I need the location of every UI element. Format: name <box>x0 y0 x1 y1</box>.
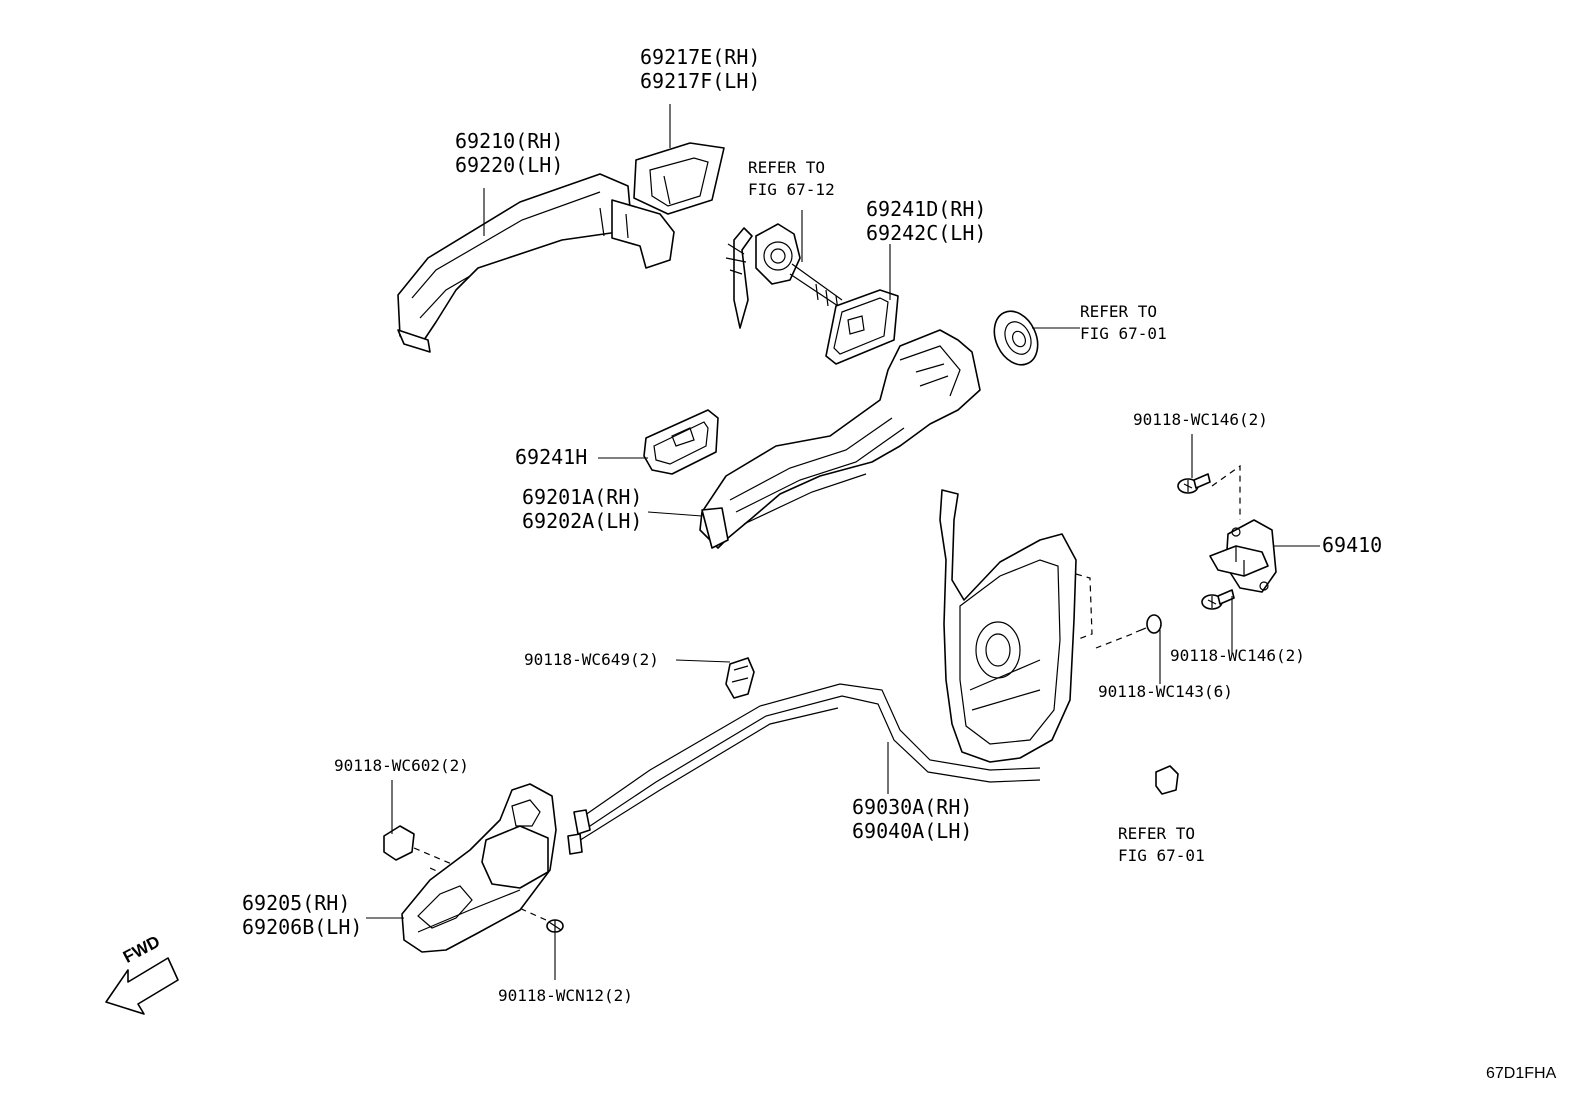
striker-label: 69410 <box>1322 533 1383 557</box>
cap-rh-label: 69217E(RH) <box>640 45 761 69</box>
gasket-rh-label: 69241D(RH) <box>866 197 987 221</box>
frame-lh-label: 69202A(LH) <box>522 509 643 533</box>
fwd-arrow-icon <box>105 957 179 1015</box>
striker-part <box>1209 519 1277 593</box>
screw-top-part <box>1177 473 1211 494</box>
screw-lock-part <box>1095 614 1162 649</box>
inner-handle-lh-label: 69206B(LH) <box>242 915 363 939</box>
clip-part <box>725 657 755 699</box>
plug-label: 90118-WC602(2) <box>334 756 469 775</box>
clip-label: 90118-WC649(2) <box>524 650 659 669</box>
figure-id: 67D1FHA <box>1486 1065 1557 1082</box>
pad-part <box>643 409 719 475</box>
screw-top-label: 90118-WC146(2) <box>1133 410 1268 429</box>
lock-rh-label: 69030A(RH) <box>852 795 973 819</box>
inner-handle-rh-label: 69205(RH) <box>242 891 351 915</box>
door-lock-part <box>939 489 1093 763</box>
inside-handle-part <box>401 783 557 953</box>
refer-plug-line2: FIG 67-01 <box>1118 846 1205 865</box>
frame-rh-label: 69201A(RH) <box>522 485 643 509</box>
refer-grommet-line1: REFER TO <box>1080 302 1158 321</box>
refer-cylinder-line1: REFER TO <box>748 158 826 177</box>
handle-frame-part <box>699 329 981 549</box>
lock-cylinder-part <box>725 223 843 329</box>
handle-rh-label: 69210(RH) <box>455 129 564 153</box>
cables-part <box>567 683 1041 855</box>
refer-cylinder-line2: FIG 67-12 <box>748 180 835 199</box>
handle-lh-label: 69220(LH) <box>455 153 564 177</box>
pad-label: 69241H <box>515 445 588 469</box>
refer-grommet-line2: FIG 67-01 <box>1080 324 1167 343</box>
screw-inner-label: 90118-WCN12(2) <box>498 986 633 1005</box>
screw-inner-part <box>429 867 564 933</box>
refer-plug-line1: REFER TO <box>1118 824 1196 843</box>
small-plug-part <box>1155 765 1179 795</box>
handle-cap-part <box>633 142 725 215</box>
lock-lh-label: 69040A(LH) <box>852 819 973 843</box>
gasket-lh-label: 69242C(LH) <box>866 221 987 245</box>
screw-bottom-label: 90118-WC146(2) <box>1170 646 1305 665</box>
gasket-part <box>825 289 899 365</box>
screw-lock-label: 90118-WC143(6) <box>1098 682 1233 701</box>
cap-lh-label: 69217F(LH) <box>640 69 761 93</box>
screw-bottom-part <box>1201 589 1235 610</box>
outside-handle-part <box>397 173 675 353</box>
grommet-part <box>993 310 1039 366</box>
leader-lines <box>366 104 1320 980</box>
